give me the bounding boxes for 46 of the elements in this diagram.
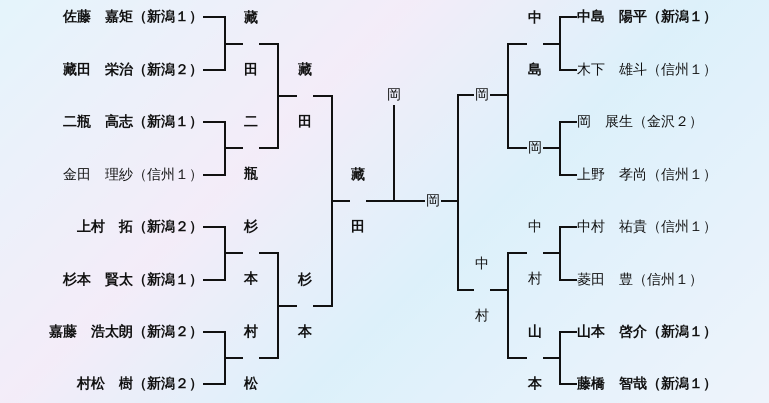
winner-name: 杉本 bbox=[243, 201, 259, 305]
bracket-line bbox=[543, 252, 577, 281]
player-name: 中島 陽平（新潟１） bbox=[577, 7, 717, 27]
bracket-line bbox=[543, 43, 577, 71]
winner-name: 岡 bbox=[527, 138, 543, 158]
bracket-line bbox=[203, 252, 243, 281]
winner-name: 村松 bbox=[243, 306, 259, 403]
winner-name: 藏田 bbox=[350, 149, 366, 253]
champion-name: 岡 bbox=[386, 85, 402, 105]
player-name: 岡 展生（金沢２） bbox=[577, 112, 703, 132]
player-name: 菱田 豊（信州１） bbox=[577, 270, 703, 290]
winner-name: 中村 bbox=[527, 201, 543, 305]
player-name: 山本 啓介（新潟１） bbox=[577, 322, 717, 342]
player-name: 藏田 栄治（新潟２） bbox=[63, 60, 203, 80]
player-name: 村松 樹（新潟２） bbox=[77, 374, 203, 394]
winner-name: 岡 bbox=[474, 85, 490, 105]
player-name: 中村 祐貴（信州１） bbox=[577, 217, 717, 237]
bracket-line bbox=[490, 94, 527, 149]
bracket-line bbox=[259, 305, 297, 359]
bracket-line bbox=[203, 357, 243, 385]
bracket-line bbox=[543, 147, 577, 176]
bracket-line bbox=[203, 147, 243, 176]
player-name: 木下 雄斗（信州１） bbox=[577, 60, 717, 80]
winner-name: 山本 bbox=[527, 306, 543, 403]
player-name: 二瓶 高志（新潟１） bbox=[63, 112, 203, 132]
player-name: 上野 孝尚（信州１） bbox=[577, 165, 717, 185]
bracket-line bbox=[313, 200, 350, 307]
player-name: 杉本 賢太（新潟１） bbox=[63, 270, 203, 290]
player-name: 上村 拓（新潟２） bbox=[77, 217, 203, 237]
winner-name: 中島 bbox=[527, 0, 543, 96]
bracket-line bbox=[490, 289, 527, 359]
bracket-line bbox=[393, 105, 425, 202]
bracket-line bbox=[441, 200, 474, 291]
winner-name: 二瓶 bbox=[243, 96, 259, 200]
bracket-line bbox=[203, 43, 243, 71]
winner-name: 杉本 bbox=[297, 254, 313, 358]
bracket-line bbox=[259, 95, 297, 149]
bracket-line bbox=[543, 357, 577, 385]
winner-name: 藏田 bbox=[243, 0, 259, 96]
player-name: 嘉藤 浩太朗（新潟２） bbox=[49, 322, 203, 342]
winner-name: 岡 bbox=[425, 191, 441, 211]
winner-name: 藏田 bbox=[297, 44, 313, 148]
player-name: 藤橋 智哉（新潟１） bbox=[577, 374, 717, 394]
player-name: 金田 理紗（信州１） bbox=[63, 165, 203, 185]
winner-name: 中村 bbox=[474, 238, 490, 342]
player-name: 佐藤 嘉矩（新潟１） bbox=[63, 7, 203, 27]
